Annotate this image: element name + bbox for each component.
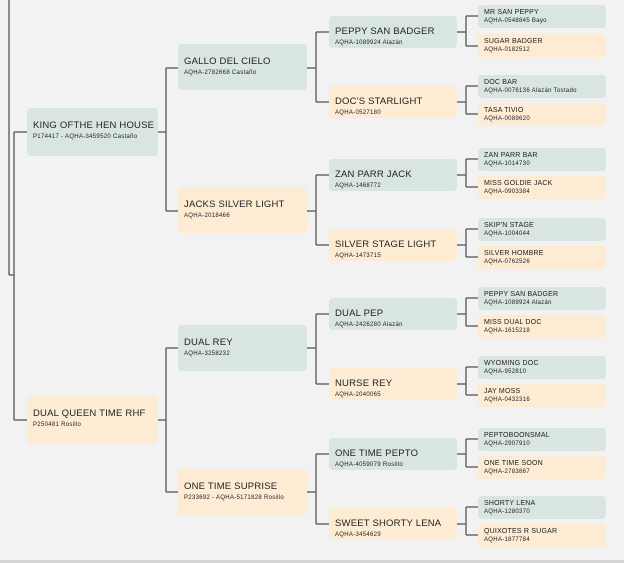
gen4-ancestor-card[interactable]: SKIP'N STAGE AQHA-1004044 bbox=[478, 218, 606, 241]
dam-card[interactable]: DUAL QUEEN TIME RHF P250481 Rosillo bbox=[27, 396, 158, 444]
gen4-ancestor-card[interactable]: SUGAR BADGER AQHA-0182512 bbox=[478, 34, 606, 57]
ancestor-name: MISS GOLDIE JACK bbox=[484, 180, 553, 187]
ancestor-registration: AQHA-2040065 bbox=[335, 392, 381, 398]
ancestor-name: SKIP'N STAGE bbox=[484, 222, 534, 229]
ancestor-registration: AQHA-0432316 bbox=[484, 397, 530, 403]
ancestor-name: NURSE REY bbox=[335, 378, 393, 389]
ancestor-registration: AQHA-1089924 Alazán bbox=[484, 300, 552, 306]
ancestor-name: SUGAR BADGER bbox=[484, 38, 543, 45]
ancestor-name: DOC'S STARLIGHT bbox=[335, 96, 423, 107]
ancestor-name: MR SAN PEPPY bbox=[484, 9, 539, 16]
ancestor-registration: AQHA-2907910 bbox=[484, 441, 530, 447]
gen4-ancestor-card[interactable]: PEPPY SAN BADGER AQHA-1089924 Alazán bbox=[478, 287, 606, 310]
ancestor-name: WYOMING DOC bbox=[484, 360, 539, 367]
gen4-ancestor-card[interactable]: ZAN PARR BAR AQHA-1014730 bbox=[478, 148, 606, 171]
gen4-ancestor-card[interactable]: QUIXOTES R SUGAR AQHA-1877784 bbox=[478, 524, 606, 547]
ancestor-registration: AQHA-1615218 bbox=[484, 328, 530, 334]
gen3-ancestor-card[interactable]: SILVER STAGE LIGHT AQHA-1473715 bbox=[329, 229, 457, 261]
dam-dam-registration: P233692 - AQHA-5171828 Rosillo bbox=[184, 495, 285, 501]
ancestor-name: JAY MOSS bbox=[484, 388, 521, 395]
ancestor-registration: AQHA-1089924 Alazán bbox=[335, 40, 403, 46]
ancestor-registration: AQHA-2426280 Alazán bbox=[335, 322, 403, 328]
sire-registration: P174417 - AQHA-3459520 Castaño bbox=[33, 134, 138, 140]
ancestor-registration: AQHA-2783867 bbox=[484, 469, 530, 475]
gen3-ancestor-card[interactable]: DOC'S STARLIGHT AQHA-0527180 bbox=[329, 86, 457, 118]
gen4-ancestor-card[interactable]: SILVER HOMBRE AQHA-0762526 bbox=[478, 246, 606, 269]
sire-dam-registration: AQHA-2018466 bbox=[184, 213, 230, 219]
sire-sire-card[interactable]: GALLO DEL CIELO AQHA-2782668 Castaño bbox=[178, 44, 307, 90]
ancestor-registration: AQHA-1004044 bbox=[484, 231, 530, 237]
ancestor-name: ONE TIME PEPTO bbox=[335, 448, 419, 459]
ancestor-registration: AQHA-1280370 bbox=[484, 509, 530, 515]
ancestor-name: ZAN PARR BAR bbox=[484, 152, 538, 159]
ancestor-name: DUAL PEP bbox=[335, 308, 384, 319]
dam-dam-card[interactable]: ONE TIME SUPRISE P233692 - AQHA-5171828 … bbox=[178, 469, 307, 515]
ancestor-registration: AQHA-0089620 bbox=[484, 116, 530, 122]
ancestor-name: SILVER STAGE LIGHT bbox=[335, 239, 437, 250]
gen4-ancestor-card[interactable]: JAY MOSS AQHA-0432316 bbox=[478, 384, 606, 407]
ancestor-name: DOC BAR bbox=[484, 79, 518, 86]
ancestor-name: PEPPY SAN BADGER bbox=[484, 291, 559, 298]
ancestor-registration: AQHA-1877784 bbox=[484, 537, 530, 543]
gen3-ancestor-card[interactable]: NURSE REY AQHA-2040065 bbox=[329, 368, 457, 400]
sire-sire-registration: AQHA-2782668 Castaño bbox=[184, 70, 257, 76]
gen4-ancestor-card[interactable]: MISS DUAL DOC AQHA-1615218 bbox=[478, 315, 606, 338]
ancestor-registration: AQHA-0762526 bbox=[484, 259, 530, 265]
gen4-ancestor-card[interactable]: WYOMING DOC AQHA-952810 bbox=[478, 356, 606, 379]
ancestor-name: SWEET SHORTY LENA bbox=[335, 518, 442, 529]
sire-name: KING OFTHE HEN HOUSE bbox=[33, 120, 155, 131]
ancestor-name: PEPTOBOONSMAL bbox=[484, 432, 550, 439]
ancestor-registration: AQHA-0548845 Bayo bbox=[484, 18, 547, 24]
gen4-ancestor-card[interactable]: ONE TIME SOON AQHA-2783867 bbox=[478, 456, 606, 479]
ancestor-name: MISS DUAL DOC bbox=[484, 319, 542, 326]
ancestor-registration: AQHA-4059079 Rosillo bbox=[335, 462, 404, 468]
gen4-ancestor-card[interactable]: DOC BAR AQHA-0076136 Alazán Tostado bbox=[478, 75, 606, 98]
ancestor-registration: AQHA-0527180 bbox=[335, 110, 381, 116]
dam-name: DUAL QUEEN TIME RHF bbox=[33, 408, 146, 419]
dam-registration: P250481 Rosillo bbox=[33, 422, 82, 428]
ancestor-name: TASA TIVIO bbox=[484, 107, 524, 114]
ancestor-registration: AQHA-1473715 bbox=[335, 253, 381, 259]
ancestor-name: SILVER HOMBRE bbox=[484, 250, 544, 257]
dam-sire-registration: AQHA-3258232 bbox=[184, 351, 230, 357]
gen4-ancestor-card[interactable]: TASA TIVIO AQHA-0089620 bbox=[478, 103, 606, 126]
sire-dam-name: JACKS SILVER LIGHT bbox=[184, 199, 285, 210]
ancestor-registration: AQHA-3454629 bbox=[335, 532, 381, 538]
gen4-ancestor-card[interactable]: SHORTY LENA AQHA-1280370 bbox=[478, 496, 606, 519]
sire-dam-card[interactable]: JACKS SILVER LIGHT AQHA-2018466 bbox=[178, 187, 307, 233]
sire-card[interactable]: KING OFTHE HEN HOUSE P174417 - AQHA-3459… bbox=[27, 108, 158, 156]
ancestor-name: QUIXOTES R SUGAR bbox=[484, 528, 558, 535]
ancestor-name: PEPPY SAN BADGER bbox=[335, 26, 435, 37]
ancestor-registration: AQHA-0182512 bbox=[484, 47, 530, 53]
sire-sire-name: GALLO DEL CIELO bbox=[184, 56, 271, 67]
dam-sire-card[interactable]: DUAL REY AQHA-3258232 bbox=[178, 325, 307, 371]
gen4-ancestor-card[interactable]: MR SAN PEPPY AQHA-0548845 Bayo bbox=[478, 5, 606, 28]
gen3-ancestor-card[interactable]: SWEET SHORTY LENA AQHA-3454629 bbox=[329, 508, 457, 540]
dam-dam-name: ONE TIME SUPRISE bbox=[184, 481, 278, 492]
gen3-ancestor-card[interactable]: ZAN PARR JACK AQHA-1468772 bbox=[329, 159, 457, 191]
gen3-ancestor-card[interactable]: ONE TIME PEPTO AQHA-4059079 Rosillo bbox=[329, 438, 457, 470]
gen4-ancestor-card[interactable]: MISS GOLDIE JACK AQHA-0903384 bbox=[478, 176, 606, 199]
ancestor-registration: AQHA-952810 bbox=[484, 369, 527, 375]
dam-sire-name: DUAL REY bbox=[184, 337, 233, 348]
ancestor-name: ZAN PARR JACK bbox=[335, 169, 412, 180]
ancestor-registration: AQHA-0076136 Alazán Tostado bbox=[484, 88, 577, 94]
ancestor-name: SHORTY LENA bbox=[484, 500, 536, 507]
gen3-ancestor-card[interactable]: PEPPY SAN BADGER AQHA-1089924 Alazán bbox=[329, 16, 457, 48]
ancestor-registration: AQHA-0903384 bbox=[484, 189, 530, 195]
gen3-ancestor-card[interactable]: DUAL PEP AQHA-2426280 Alazán bbox=[329, 298, 457, 330]
ancestor-registration: AQHA-1468772 bbox=[335, 183, 381, 189]
horizontal-scrollbar-track[interactable] bbox=[0, 560, 624, 563]
ancestor-name: ONE TIME SOON bbox=[484, 460, 543, 467]
gen4-ancestor-card[interactable]: PEPTOBOONSMAL AQHA-2907910 bbox=[478, 428, 606, 451]
ancestor-registration: AQHA-1014730 bbox=[484, 161, 530, 167]
